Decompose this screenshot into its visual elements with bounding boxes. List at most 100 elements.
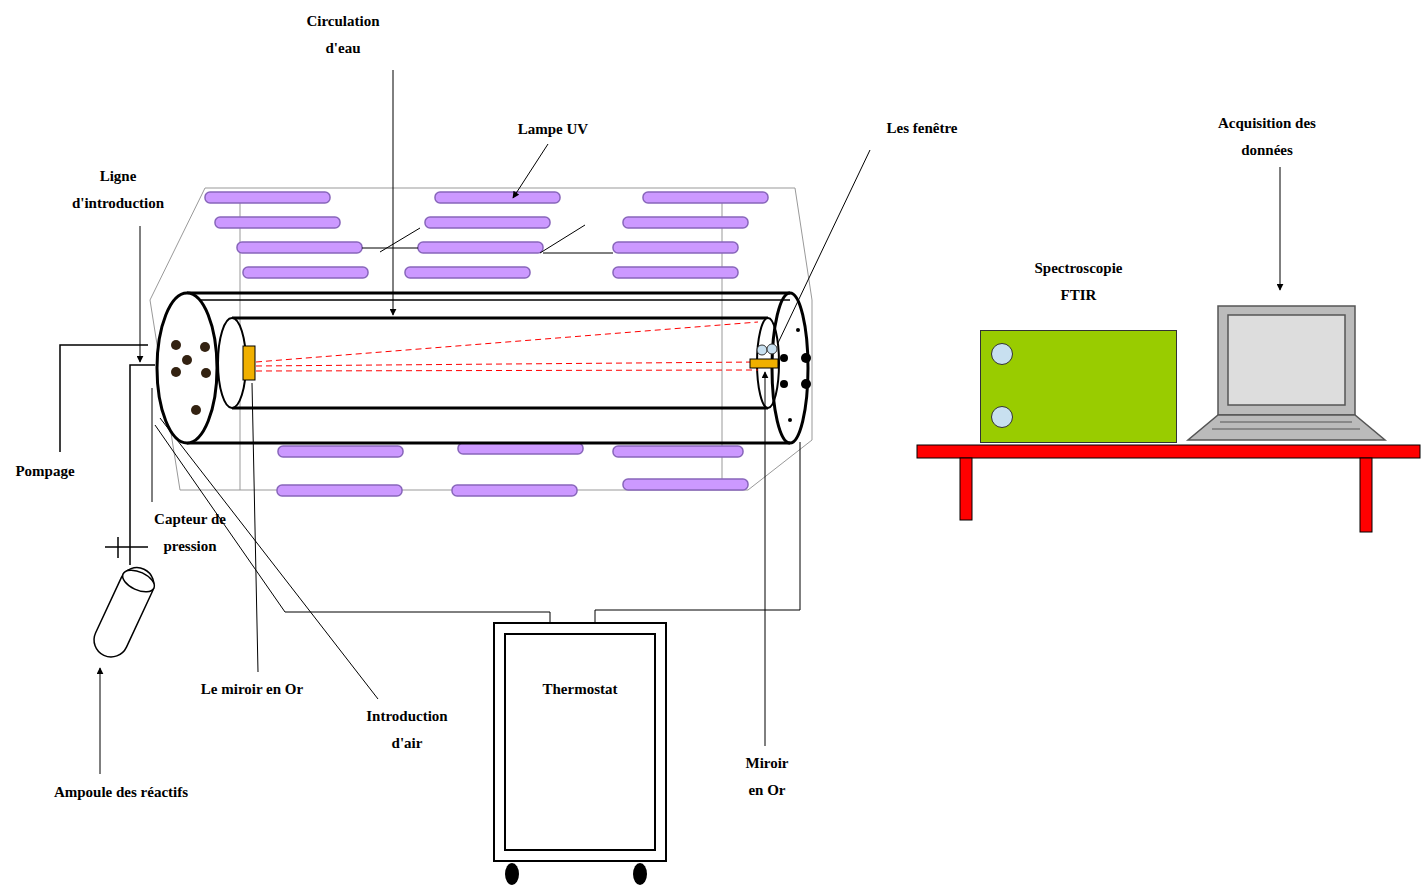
- leader-line: [778, 150, 870, 343]
- uv-lamp: [205, 192, 768, 496]
- thermostat-wheel: [505, 863, 519, 885]
- laptop: [1188, 306, 1385, 440]
- instrument-knob: [991, 406, 1013, 428]
- gas-line: [60, 345, 148, 452]
- reactor-cylinder: [187, 442, 790, 445]
- part-label: Capteur de pression: [145, 506, 235, 560]
- port: [200, 342, 210, 352]
- uv-lamp: [623, 479, 748, 490]
- leader-line: [252, 383, 258, 672]
- lamp-wire: [380, 228, 420, 252]
- reactant-bulb: [119, 566, 157, 597]
- uv-lamp: [435, 192, 560, 203]
- gas-line: [105, 546, 148, 548]
- window: [767, 344, 777, 354]
- laptop: [1218, 306, 1355, 415]
- ir-beam: [256, 322, 758, 371]
- uv-lamp: [623, 217, 748, 228]
- port: [201, 368, 211, 378]
- uv-lamp: [425, 217, 550, 228]
- instrument-box: Spectroscopie FTIR: [980, 255, 1177, 445]
- lamp-enclosure: [150, 188, 812, 490]
- port: [780, 354, 788, 362]
- reactor-cylinder: [157, 293, 217, 443]
- thermostat-wheel: [505, 863, 647, 885]
- uv-lamp: [613, 267, 738, 278]
- part-label: Le miroir en Or: [177, 676, 327, 703]
- gas-line: [130, 365, 155, 565]
- part-label: Miroir en Or: [738, 750, 796, 804]
- port: [171, 328, 811, 422]
- laptop: [1228, 315, 1345, 405]
- leader-line: [160, 418, 378, 699]
- uv-lamp: [205, 192, 330, 203]
- leader-line: [765, 372, 766, 746]
- uv-lamp: [278, 446, 403, 457]
- reactor-cylinder: [157, 293, 808, 443]
- ir-beam: [256, 370, 758, 371]
- thermostat-box: Thermostat: [493, 622, 667, 862]
- uv-lamp: [405, 267, 530, 278]
- window: [757, 345, 767, 355]
- part-label: Circulation d'eau: [293, 8, 393, 62]
- thermostat-wheel: [633, 863, 647, 885]
- thermostat-tube: [155, 425, 800, 624]
- port: [801, 379, 811, 389]
- bench: [1360, 458, 1372, 532]
- gas-line: [60, 345, 155, 565]
- leader-line: [1280, 167, 1281, 290]
- part-label: Introduction d'air: [355, 703, 460, 757]
- uv-lamp: [452, 485, 577, 496]
- reactor-cylinder: [218, 318, 246, 408]
- node-text: Spectroscopie FTIR: [1021, 255, 1136, 309]
- gold-mirror: [243, 346, 255, 380]
- port: [171, 367, 181, 377]
- thermostat-frame: [504, 633, 656, 851]
- reactor-cylinder: [232, 317, 768, 320]
- bench: [917, 445, 1420, 458]
- thermostat-tube: [595, 442, 800, 624]
- instrument-knob: [991, 343, 1013, 365]
- port: [796, 328, 800, 332]
- reactor-cylinder: [232, 407, 768, 410]
- part-label: Ampoule des réactifs: [26, 779, 216, 806]
- uv-lamp: [418, 242, 543, 253]
- leader-line: [393, 70, 394, 315]
- bench: [917, 445, 1420, 532]
- laptop: [1220, 421, 1352, 423]
- ir-beam: [256, 362, 758, 366]
- lamp-wire: [540, 225, 585, 253]
- laptop: [1188, 415, 1385, 440]
- leader-line: [100, 668, 101, 774]
- uv-lamp: [277, 485, 402, 496]
- part-label: Lampe UV: [498, 116, 608, 143]
- leader-line: [152, 388, 153, 502]
- uv-lamp: [237, 242, 362, 253]
- port: [801, 353, 811, 363]
- uv-lamp: [243, 267, 368, 278]
- reactant-bulb: [88, 562, 159, 662]
- leader-line: [100, 70, 1280, 774]
- bench: [960, 458, 972, 520]
- node-text: Thermostat: [495, 676, 665, 703]
- laptop: [1212, 428, 1360, 430]
- leader-line: [140, 226, 141, 362]
- uv-lamp: [215, 217, 340, 228]
- lamp-wire: [362, 248, 418, 249]
- uv-lamp: [613, 446, 743, 457]
- uv-lamp: [613, 242, 738, 253]
- ir-beam: [256, 322, 758, 362]
- gas-line: [117, 537, 119, 558]
- window: [757, 344, 777, 355]
- port: [780, 380, 788, 388]
- part-label: Pompage: [5, 458, 85, 485]
- port: [788, 418, 792, 422]
- port: [171, 340, 181, 350]
- lamp-wire: [362, 225, 613, 253]
- port: [191, 405, 201, 415]
- reactor-cylinder: [187, 299, 790, 301]
- uv-lamp: [643, 192, 768, 203]
- part-label: Acquisition des données: [1197, 110, 1337, 164]
- part-label: Ligne d'introduction: [61, 163, 176, 217]
